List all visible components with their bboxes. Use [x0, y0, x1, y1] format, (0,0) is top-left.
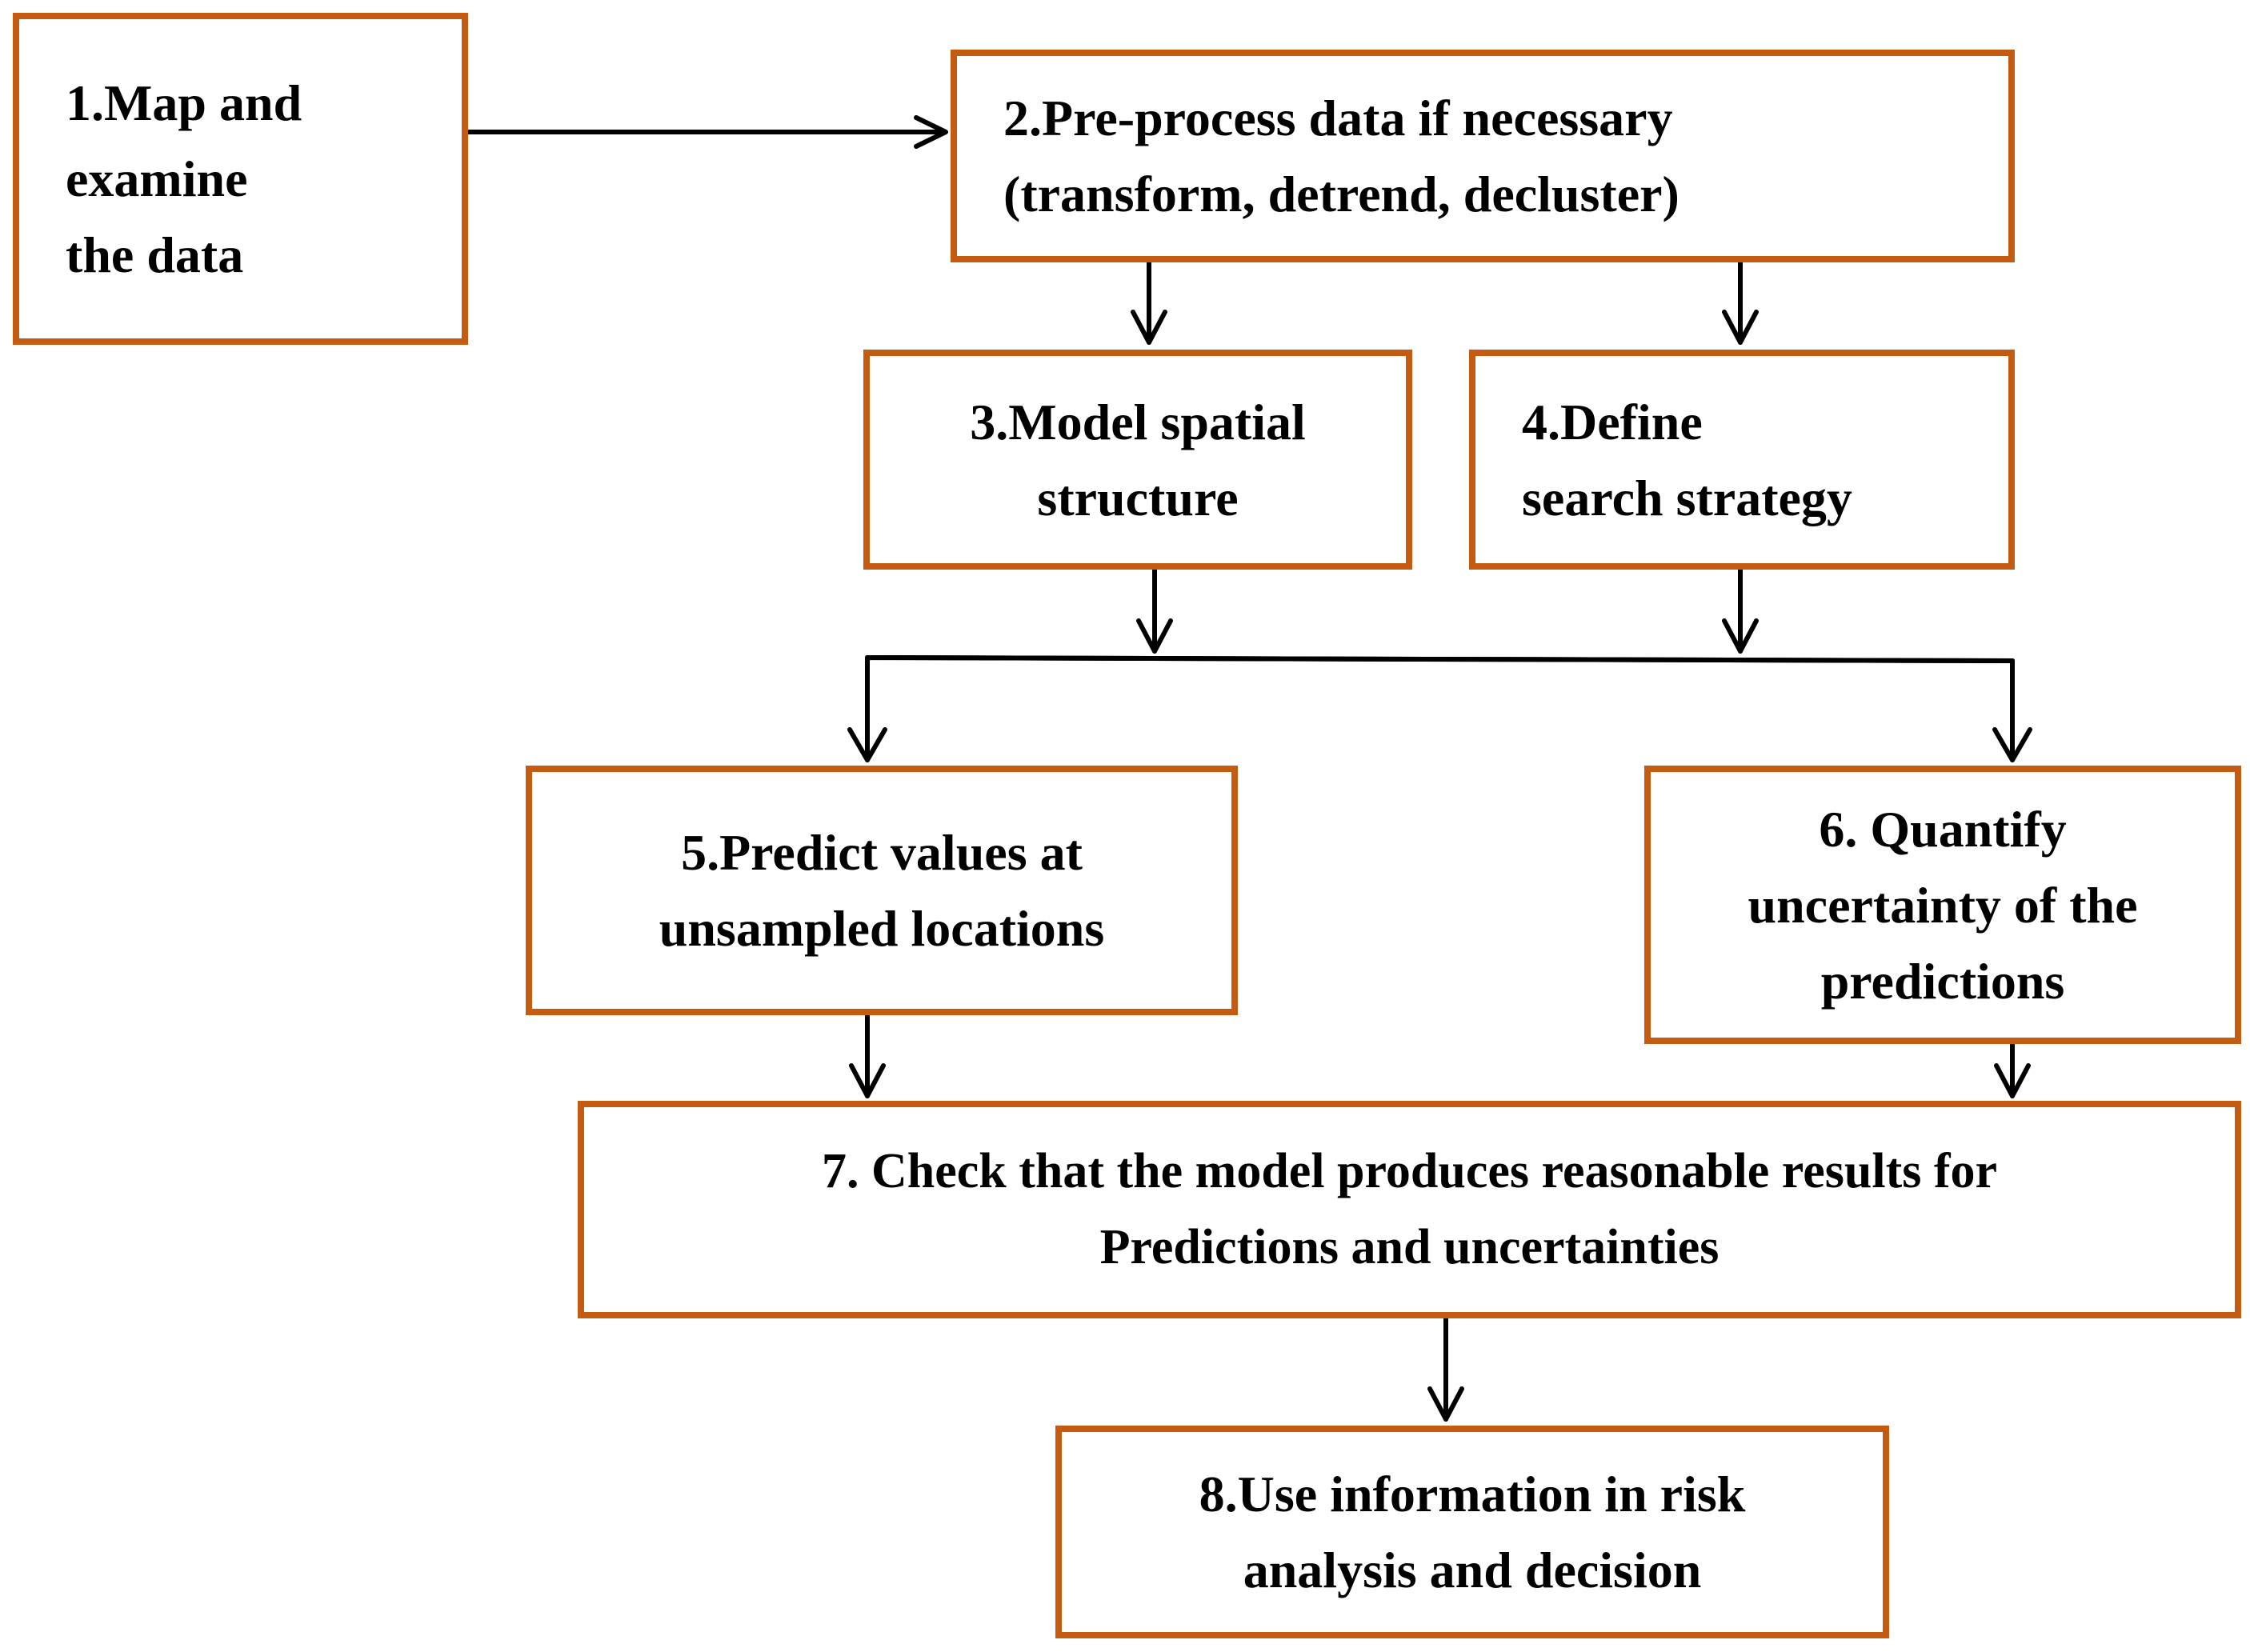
arrowhead-bus-to-5 [847, 727, 887, 762]
step-7-box: 7. Check that the model produces reasona… [578, 1101, 2241, 1318]
step-2-box: 2.Pre-process data if necessary (transfo… [951, 50, 2015, 262]
arrowhead-3-to-bus [1136, 618, 1173, 654]
step-8-line-1: 8.Use information in risk [1199, 1466, 1746, 1522]
step-7-line-1: 7. Check that the model produces reasona… [821, 1144, 1998, 1198]
arrowhead-bus-to-6 [1992, 727, 2032, 762]
step-4-line-1: 4.Define [1522, 393, 1703, 450]
arrowhead-2-to-4 [1722, 310, 1759, 345]
arrowhead-7-to-8 [1427, 1386, 1464, 1422]
step-1-line-3: the data [66, 226, 244, 283]
step-6-line-3: predictions [1820, 952, 2065, 1010]
step-6-line-1: 6. Quantify [1819, 800, 2067, 858]
step-8-box: 8.Use information in risk analysis and d… [1055, 1426, 1889, 1638]
step-1-line-2: examine [66, 150, 248, 207]
bus-horizontal [865, 655, 2015, 663]
step-8-line-2: analysis and decision [1243, 1542, 1702, 1598]
step-3-box: 3.Model spatial structure [863, 350, 1412, 570]
step-2-line-1: 2.Pre-process data if necessary [1003, 90, 1673, 146]
step-2-line-2: (transform, detrend, decluster) [1003, 166, 1679, 222]
step-1-line-1: 1.Map and [66, 74, 302, 131]
arrowhead-4-to-bus [1722, 618, 1759, 654]
step-4-line-2: search strategy [1522, 469, 1852, 526]
arrowhead-2-to-3 [1131, 310, 1167, 345]
step-7-line-2: Predictions and uncertainties [1099, 1220, 1720, 1274]
step-6-line-2: uncertainty of the [1748, 876, 2138, 934]
step-3-line-2: structure [1037, 469, 1239, 526]
arrowhead-1-to-2 [914, 115, 948, 149]
step-5-box: 5.Predict values at unsampled locations [526, 766, 1238, 1015]
step-5-line-2: unsampled locations [659, 900, 1105, 957]
step-4-box: 4.Define search strategy [1469, 350, 2015, 570]
arrowhead-5-to-7 [849, 1063, 886, 1098]
step-6-box: 6. Quantify uncertainty of the predictio… [1644, 766, 2241, 1044]
step-1-box: 1.Map and examine the data [13, 13, 468, 345]
arrowhead-6-to-7 [1994, 1063, 2031, 1098]
step-3-line-1: 3.Model spatial [970, 393, 1306, 450]
step-5-line-1: 5.Predict values at [681, 824, 1083, 881]
